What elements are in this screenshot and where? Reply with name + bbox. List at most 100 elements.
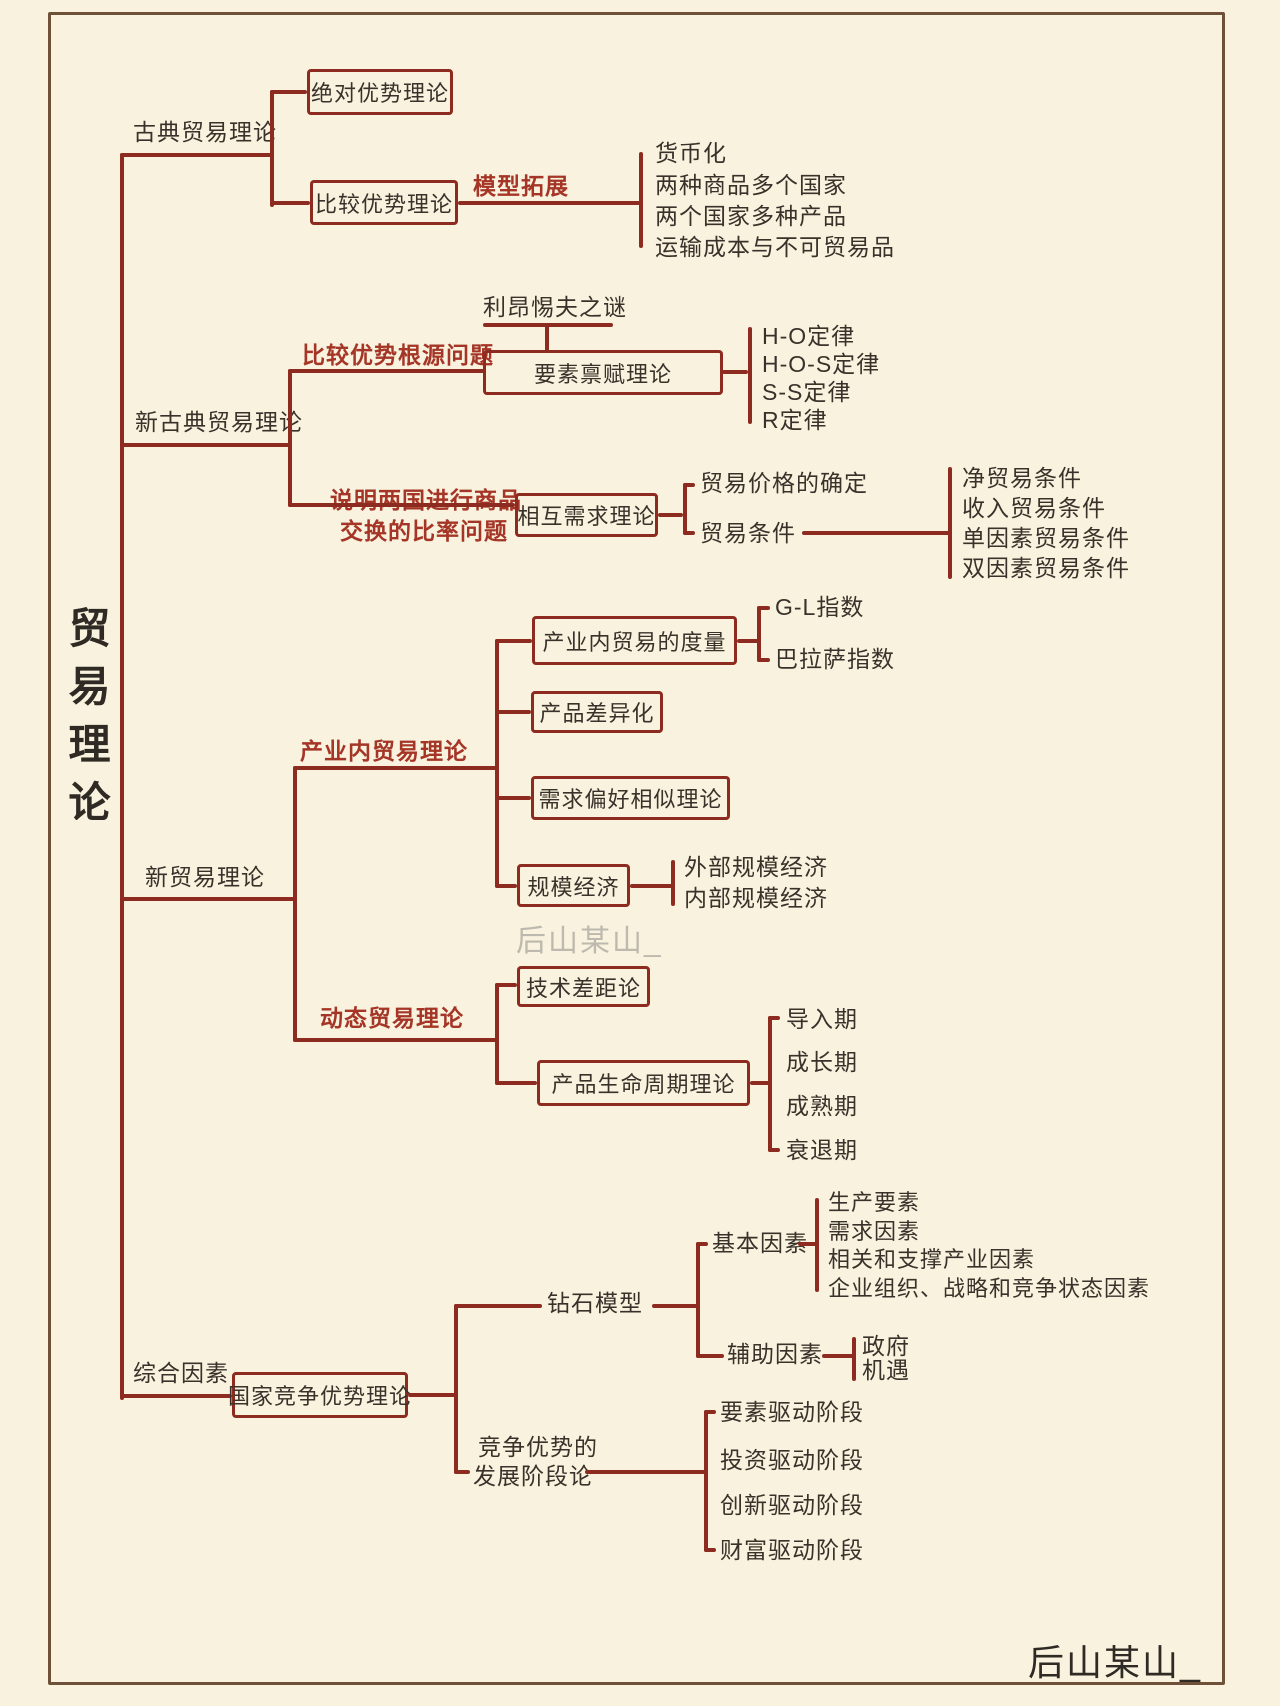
line-reciprocal-stub bbox=[658, 513, 683, 517]
label-root-question: 比较优势根源问题 bbox=[302, 342, 494, 368]
node-economies-of-scale: 规模经济 bbox=[517, 864, 630, 907]
line-comprehensive-bracket bbox=[454, 1304, 458, 1474]
line-phases-bracket bbox=[768, 1016, 772, 1152]
list-item-transport-cost: 运输成本与不可贸易品 bbox=[655, 234, 895, 260]
list-item-r-law: R定律 bbox=[762, 407, 828, 433]
line-to-measurement-box bbox=[495, 639, 532, 643]
line-to-absolute-box bbox=[270, 90, 307, 94]
line-diamond-connector bbox=[652, 1304, 698, 1308]
list-item-ho-law: H-O定律 bbox=[762, 323, 856, 349]
line-scale-stub bbox=[630, 884, 673, 888]
line-to-tech-gap-box bbox=[495, 983, 517, 987]
label-intra-industry: 产业内贸易理论 bbox=[300, 738, 468, 764]
label-exchange-question-line2: 交换的比率问题 bbox=[340, 518, 508, 544]
line-tick-gl bbox=[757, 606, 770, 610]
line-to-stages-label bbox=[454, 1470, 470, 1474]
list-item-external-scale: 外部规模经济 bbox=[684, 854, 828, 880]
line-root-question bbox=[288, 369, 485, 373]
line-intra-industry-bracket bbox=[495, 639, 499, 888]
list-item-investment-driven: 投资驱动阶段 bbox=[720, 1447, 864, 1473]
node-absolute-advantage: 绝对优势理论 bbox=[307, 69, 453, 115]
line-dynamic-underline bbox=[293, 1038, 499, 1042]
line-neoclassical-underline bbox=[120, 443, 292, 447]
watermark-bottom-right: 后山某山_ bbox=[1028, 1642, 1203, 1683]
list-item-internal-scale: 内部规模经济 bbox=[684, 885, 828, 911]
line-new-trade-bracket bbox=[293, 766, 297, 1042]
list-item-production-factors: 生产要素 bbox=[828, 1190, 921, 1215]
line-scale-bracket bbox=[671, 860, 675, 906]
list-item-opportunity: 机遇 bbox=[862, 1357, 910, 1383]
line-new-trade-underline bbox=[120, 897, 297, 901]
line-basic-bracket bbox=[815, 1198, 819, 1292]
line-leontief-drop bbox=[545, 323, 549, 352]
node-product-lifecycle: 产品生命周期理论 bbox=[537, 1060, 750, 1106]
line-aux-bracket bbox=[852, 1337, 856, 1381]
list-item-two-countries-many-goods: 两个国家多种产品 bbox=[655, 203, 847, 229]
line-model-expansion bbox=[458, 201, 641, 205]
line-to-differentiation-box bbox=[495, 710, 531, 714]
line-tick-price bbox=[683, 483, 695, 487]
line-classical-bracket bbox=[270, 90, 274, 207]
line-terms-connector bbox=[802, 531, 950, 535]
label-neoclassical-theory: 新古典贸易理论 bbox=[135, 409, 303, 435]
line-tick-terms bbox=[683, 531, 695, 535]
node-intra-trade-measurement: 产业内贸易的度量 bbox=[532, 616, 737, 665]
list-item-gl-index: G-L指数 bbox=[775, 594, 865, 620]
line-tick-wealth-driven bbox=[704, 1548, 716, 1552]
label-leontief-paradox: 利昂惕夫之谜 bbox=[483, 294, 627, 320]
list-item-innovation-driven: 创新驱动阶段 bbox=[720, 1492, 864, 1518]
main-spine-line bbox=[120, 153, 124, 1400]
label-new-trade-theory: 新贸易理论 bbox=[145, 864, 265, 890]
line-intra-industry-underline bbox=[293, 766, 497, 770]
list-item-wealth-driven: 财富驱动阶段 bbox=[720, 1537, 864, 1563]
line-exchange-question bbox=[288, 503, 515, 507]
list-item-hos-law: H-O-S定律 bbox=[762, 351, 881, 377]
list-item-two-goods-many-countries: 两种商品多个国家 bbox=[655, 172, 847, 198]
label-exchange-question-line1: 说明两国进行商品 bbox=[330, 487, 522, 513]
line-to-diamond-label bbox=[454, 1304, 542, 1308]
list-item-related-industry-factors: 相关和支撑产业因素 bbox=[828, 1247, 1036, 1272]
line-comprehensive-underline bbox=[120, 1394, 232, 1398]
label-basic-factors: 基本因素 bbox=[712, 1230, 808, 1256]
label-classical-theory: 古典贸易理论 bbox=[133, 119, 277, 145]
line-basic-connector bbox=[798, 1242, 817, 1246]
node-reciprocal-demand: 相互需求理论 bbox=[515, 493, 658, 537]
line-to-preference-box bbox=[495, 796, 531, 800]
line-expansion-bracket bbox=[639, 152, 643, 248]
list-item-introduction-phase: 导入期 bbox=[786, 1006, 858, 1032]
line-reciprocal-bracket bbox=[683, 483, 687, 535]
line-stages-connector bbox=[585, 1470, 706, 1474]
label-model-expansion: 模型拓展 bbox=[473, 173, 569, 199]
node-preference-similarity: 需求偏好相似理论 bbox=[531, 776, 730, 820]
line-national-advantage-stub bbox=[408, 1393, 456, 1397]
line-classical-underline bbox=[120, 153, 272, 157]
list-item-double-factor-terms: 双因素贸易条件 bbox=[962, 555, 1130, 581]
line-aux-connector bbox=[822, 1354, 854, 1358]
outer-frame bbox=[48, 12, 1225, 1685]
line-to-basic-factors bbox=[696, 1242, 708, 1246]
line-measurement-stub bbox=[737, 639, 759, 643]
label-terms-of-trade: 贸易条件 bbox=[700, 520, 796, 546]
line-tick-decline-phase bbox=[768, 1148, 780, 1152]
line-diamond-bracket bbox=[696, 1242, 700, 1358]
line-to-lifecycle-box bbox=[495, 1081, 537, 1085]
node-product-differentiation: 产品差异化 bbox=[531, 691, 663, 733]
label-dynamic-trade: 动态贸易理论 bbox=[320, 1005, 464, 1031]
line-terms-bracket bbox=[948, 467, 952, 579]
line-dynamic-bracket bbox=[495, 983, 499, 1085]
watermark-center: 后山某山_ bbox=[516, 925, 663, 958]
list-item-government: 政府 bbox=[862, 1333, 910, 1359]
node-tech-gap: 技术差距论 bbox=[517, 966, 650, 1007]
line-tick-balassa bbox=[757, 658, 770, 662]
label-comprehensive-factors: 综合因素 bbox=[133, 1360, 229, 1386]
line-neoclassical-bracket bbox=[288, 369, 292, 507]
line-lifecycle-stub bbox=[750, 1081, 770, 1085]
line-to-comparative-box bbox=[270, 201, 310, 205]
line-to-scale-box bbox=[495, 884, 517, 888]
list-item-growth-phase: 成长期 bbox=[786, 1049, 858, 1075]
root-title: 贸易理论 bbox=[63, 606, 110, 838]
list-item-org-strategy-factors: 企业组织、战略和竞争状态因素 bbox=[828, 1276, 1151, 1301]
list-item-balassa-index: 巴拉萨指数 bbox=[775, 646, 895, 672]
list-item-factor-driven: 要素驱动阶段 bbox=[720, 1399, 864, 1425]
